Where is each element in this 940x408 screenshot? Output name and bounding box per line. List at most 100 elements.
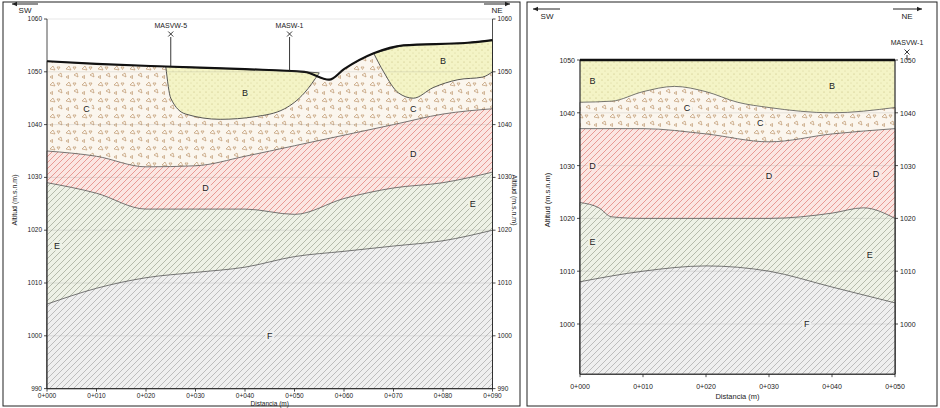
axis-line: [492, 19, 493, 389]
axis-line: [577, 324, 580, 325]
axis-line: [895, 374, 896, 377]
layer-letter: D: [408, 149, 419, 158]
axis-line: [47, 388, 493, 389]
direction-label: NE: [491, 7, 502, 15]
layer-letter: B: [240, 88, 250, 97]
grid-line: [580, 165, 895, 166]
axis-title: Distancia (m): [251, 400, 289, 407]
axis-line: [443, 389, 444, 392]
elevation-tick: 1040: [559, 109, 575, 116]
axis-line: [643, 374, 644, 377]
axis-line: [294, 389, 295, 392]
distance-tick: 0+000: [570, 383, 590, 390]
arrow-head: [12, 2, 17, 6]
axis-line: [44, 283, 47, 284]
axis-line: [577, 112, 580, 113]
layer-letter: D: [200, 183, 211, 192]
layer-b-lens: [374, 40, 493, 98]
elevation-tick: 1010: [900, 268, 916, 275]
grid-line: [47, 19, 493, 20]
station-marker: [289, 37, 290, 71]
axis-line: [44, 124, 47, 125]
axis-line: [577, 165, 580, 166]
layer-letter: E: [588, 238, 598, 247]
axis-line: [580, 374, 895, 375]
distance-tick: 0+020: [696, 383, 716, 390]
grid-line: [580, 324, 895, 325]
distance-tick: 0+050: [885, 383, 905, 390]
axis-line: [895, 218, 898, 219]
grid-line: [47, 177, 493, 178]
axis-line: [832, 374, 833, 377]
layer-e: [580, 203, 895, 375]
distance-tick: 0+010: [87, 393, 105, 400]
distance-tick: 0+070: [384, 393, 402, 400]
grid-line: [580, 60, 895, 61]
elevation-tick: 1040: [28, 121, 42, 128]
axis-line: [895, 271, 898, 272]
axis-line: [44, 230, 47, 231]
axis-line: [44, 19, 47, 20]
layer-c: [580, 86, 895, 374]
axis-line: [493, 177, 496, 178]
layer-letter: E: [865, 251, 875, 260]
layer-b-lens: [166, 67, 319, 120]
arrow-head: [533, 7, 538, 11]
elevation-tick: 1030: [559, 162, 575, 169]
axis-line: [895, 60, 896, 374]
layer-b: [580, 60, 895, 374]
distance-tick: 0+000: [38, 393, 56, 400]
axis-line: [44, 177, 47, 178]
distance-tick: 0+060: [335, 393, 353, 400]
station-label: MASVW-5: [154, 22, 187, 29]
grid-line: [47, 283, 493, 284]
distance-tick: 0+020: [137, 393, 155, 400]
axis-line: [344, 389, 345, 392]
axis-line: [44, 388, 47, 389]
layer-letter: F: [265, 331, 275, 340]
station-marker: [905, 50, 910, 55]
layer-letter: C: [81, 104, 92, 113]
grid-line: [47, 230, 493, 231]
axis-title: Altitud (m.s.n.m): [544, 173, 552, 228]
elevation-tick: 1020: [28, 227, 42, 234]
axis-line: [493, 124, 496, 125]
elevation-tick: 1020: [498, 227, 512, 234]
elevation-tick: 1050: [28, 69, 42, 76]
axis-line: [580, 374, 581, 377]
direction-label: SW: [541, 13, 554, 21]
arrow-head: [505, 2, 510, 6]
elevation-tick: 1000: [498, 333, 512, 340]
station-marker: [287, 32, 292, 37]
axis-line: [895, 60, 898, 61]
elevation-tick: 1050: [900, 57, 916, 64]
axis-line: [493, 230, 496, 231]
grid-line: [47, 71, 493, 72]
elevation-tick: 1060: [498, 16, 512, 23]
station-marker: [168, 32, 173, 37]
distance-tick: 0+080: [434, 393, 452, 400]
layer-letter: D: [587, 161, 598, 170]
direction-label: SW: [19, 7, 32, 15]
elevation-tick: 1030: [900, 162, 916, 169]
axis-line: [245, 389, 246, 392]
elevation-tick: 1000: [900, 321, 916, 328]
axis-line: [580, 60, 581, 374]
layer-letter: E: [52, 242, 62, 251]
axis-title: Distancia (m): [715, 393, 759, 401]
station-label: MASVW-1: [891, 39, 924, 46]
layer-letter: C: [408, 104, 419, 113]
axis-line: [493, 71, 496, 72]
axis-line: [44, 335, 47, 336]
elevation-tick: 1010: [559, 268, 575, 275]
layer-letter: F: [802, 320, 812, 329]
axis-line: [577, 271, 580, 272]
station-label: MASW-1: [276, 22, 304, 29]
layer-e: [47, 172, 493, 388]
axis-line: [493, 388, 496, 389]
layer-c: [47, 40, 493, 388]
elevation-tick: 1010: [28, 280, 42, 287]
layer-letter: C: [755, 119, 766, 128]
